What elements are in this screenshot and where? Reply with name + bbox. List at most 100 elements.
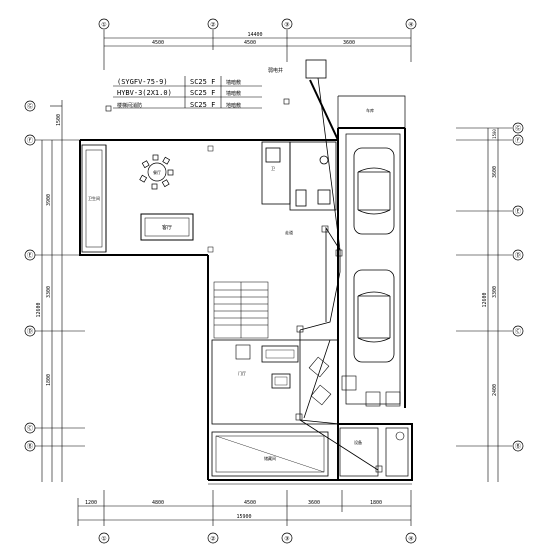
small-room-fixture <box>395 431 405 441</box>
equipment-box <box>305 59 327 79</box>
top-axis-markers <box>98 18 417 30</box>
left-axis-markers <box>24 100 36 452</box>
left-dimension-lines <box>34 100 85 482</box>
hall-table-inner <box>274 376 288 386</box>
building-walls <box>79 79 413 481</box>
left-total-dim: 12600 <box>36 302 42 317</box>
right-total-dim: 12600 <box>482 292 488 307</box>
junction-square <box>283 98 290 105</box>
wc-label: 卫 <box>271 166 275 171</box>
dining-label: 餐厅 <box>153 169 161 175</box>
top-dimension-lines <box>103 30 412 70</box>
hall-sofa-inner <box>265 349 295 359</box>
right-seg2-dim: 3600 <box>492 166 498 178</box>
bottom-seg1-dim: 1200 <box>85 500 97 506</box>
right-seg4-dim: 2400 <box>492 384 498 396</box>
right-axis-b: Ⓑ <box>515 443 521 451</box>
right-seg3-dim: 3300 <box>492 286 498 298</box>
left-seg4-dim: 1800 <box>46 374 52 386</box>
right-seg1-dim: 1500 <box>492 129 497 139</box>
left-axis-e: Ⓔ <box>27 252 33 260</box>
legend-row1-cable: (SYGFV-75-9) <box>117 78 168 86</box>
wiring-node-5 <box>375 465 383 473</box>
legend-row1-note: 墙暗敷 <box>226 79 241 86</box>
right-axis-e: Ⓔ <box>515 208 521 216</box>
junction-square-left <box>105 105 112 112</box>
right-axis-d: Ⓓ <box>515 252 521 260</box>
hall-chair-2 <box>310 384 332 406</box>
lower-room <box>211 431 329 477</box>
right-axis-g: Ⓖ <box>515 125 521 133</box>
right-axis-f: Ⓕ <box>515 137 521 145</box>
hall-table <box>271 373 291 389</box>
wiring-node-1 <box>321 225 329 233</box>
bottom-seg3-dim: 4500 <box>244 500 256 506</box>
right-axis-markers <box>512 122 524 452</box>
staircase <box>213 281 269 339</box>
wiring-node-4 <box>295 413 303 421</box>
small-room-label: 设备 <box>354 439 362 445</box>
bottom-total-dim: 15900 <box>236 514 251 520</box>
legend-row3-conduit: SC25 F <box>190 101 215 109</box>
left-axis-g: Ⓖ <box>27 103 33 111</box>
wiring-node-2 <box>335 249 343 257</box>
living-label: 客厅 <box>162 224 172 231</box>
left-axis-b: Ⓑ <box>27 443 33 451</box>
hall-room <box>211 339 339 425</box>
lower-room-inner <box>215 435 325 473</box>
wiring-node-3 <box>296 325 304 333</box>
corridor-label: 走道 <box>285 229 293 235</box>
left-strip-label: 卫生间 <box>88 195 100 201</box>
right-dimension-lines <box>456 127 512 482</box>
bottom-axis-2: ② <box>210 536 215 543</box>
legend-row3-cable: 楼梯间消防 <box>117 102 142 109</box>
lower-room-label: 储藏间 <box>264 455 276 461</box>
top-seg3-dim: 3600 <box>343 40 355 46</box>
lower-room-diagonal <box>215 435 325 473</box>
dining-table <box>139 154 174 190</box>
box-c <box>341 375 357 391</box>
cable-legend <box>113 76 262 109</box>
bottom-axis-4: ④ <box>408 536 413 543</box>
bottom-seg2-dim: 4800 <box>152 500 164 506</box>
top-axis-1: ① <box>101 22 106 29</box>
legend-row2-note: 墙暗敷 <box>226 90 241 97</box>
legend-row3-note: 地暗敷 <box>226 102 241 109</box>
living-coffee-table-inner <box>144 217 190 237</box>
left-seg3-dim: 3300 <box>46 286 52 298</box>
car-bottom <box>353 269 395 363</box>
top-axis-4: ④ <box>408 22 413 29</box>
small-room-2 <box>385 427 409 477</box>
right-axis-c: Ⓒ <box>515 328 521 336</box>
column-marker-2 <box>207 246 214 253</box>
hall-label: 门厅 <box>238 370 246 376</box>
garage-top-label: 车库 <box>366 107 374 113</box>
bottom-axis-1: ① <box>101 536 106 543</box>
top-seg1-dim: 4500 <box>152 40 164 46</box>
wiring-runs <box>299 77 379 471</box>
top-axis-3: ③ <box>284 22 289 29</box>
living-coffee-table <box>140 213 194 241</box>
bottom-seg5-dim: 1800 <box>370 500 382 506</box>
legend-row2-cable: HYBV-3(2X1.0) <box>117 89 172 97</box>
bottom-seg4-dim: 3600 <box>308 500 320 506</box>
legend-row2-conduit: SC25 F <box>190 89 215 97</box>
top-axis-2: ② <box>210 22 215 29</box>
left-axis-f: Ⓕ <box>27 137 33 145</box>
bottom-axis-markers <box>98 532 417 544</box>
hall-sofa <box>261 345 299 363</box>
hall-cabinet <box>235 344 251 360</box>
left-axis-c: Ⓒ <box>27 425 33 433</box>
left-strip-inner <box>85 149 103 248</box>
hall-chair-1 <box>308 356 330 378</box>
left-seg2-dim: 3900 <box>46 194 52 206</box>
bottom-dimension-lines <box>77 490 412 526</box>
wc-cluster <box>261 141 337 211</box>
top-seg2-dim: 4500 <box>244 40 256 46</box>
box-a <box>365 391 381 407</box>
top-total-dim: 14400 <box>247 32 262 38</box>
column-marker <box>207 145 214 152</box>
car-top <box>353 147 395 235</box>
left-seg1-dim: 1500 <box>56 114 62 126</box>
